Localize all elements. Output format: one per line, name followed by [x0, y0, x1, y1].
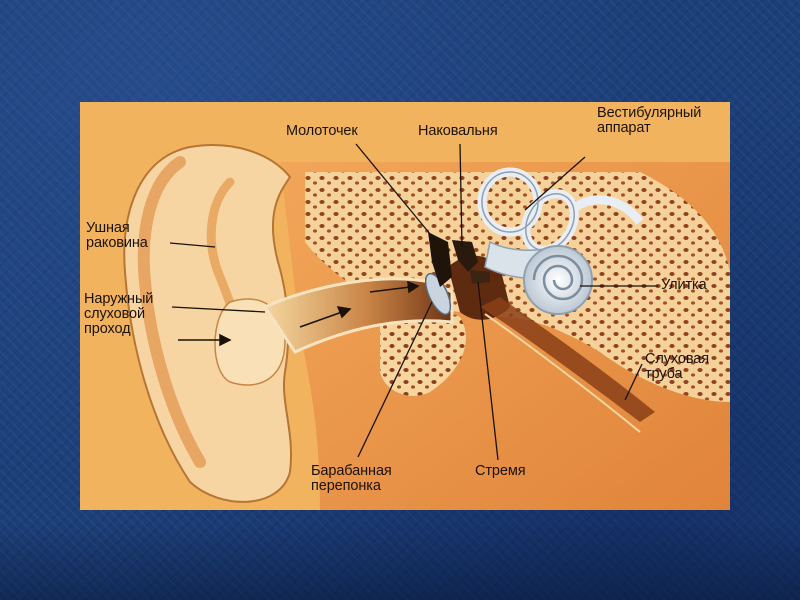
- slide-background-band: [0, 520, 800, 600]
- label-stapes: Стремя: [475, 464, 525, 479]
- ear-anatomy-figure: Ушная раковина Наружный слуховой проход …: [80, 102, 730, 510]
- stapes-shape: [470, 270, 490, 284]
- label-eardrum: Барабанная перепонка: [311, 464, 392, 494]
- ear-illustration: [80, 102, 730, 510]
- label-incus: Наковальня: [418, 124, 498, 139]
- label-cochlea: Улитка: [661, 278, 707, 293]
- label-malleus: Молоточек: [286, 124, 358, 139]
- cochlea-shape: [524, 246, 592, 314]
- label-vestibular: Вестибулярный аппарат: [597, 106, 701, 136]
- label-eustachian-tube: Слуховая труба: [645, 352, 709, 382]
- label-ear-canal: Наружный слуховой проход: [84, 292, 153, 337]
- label-auricle: Ушная раковина: [86, 221, 148, 251]
